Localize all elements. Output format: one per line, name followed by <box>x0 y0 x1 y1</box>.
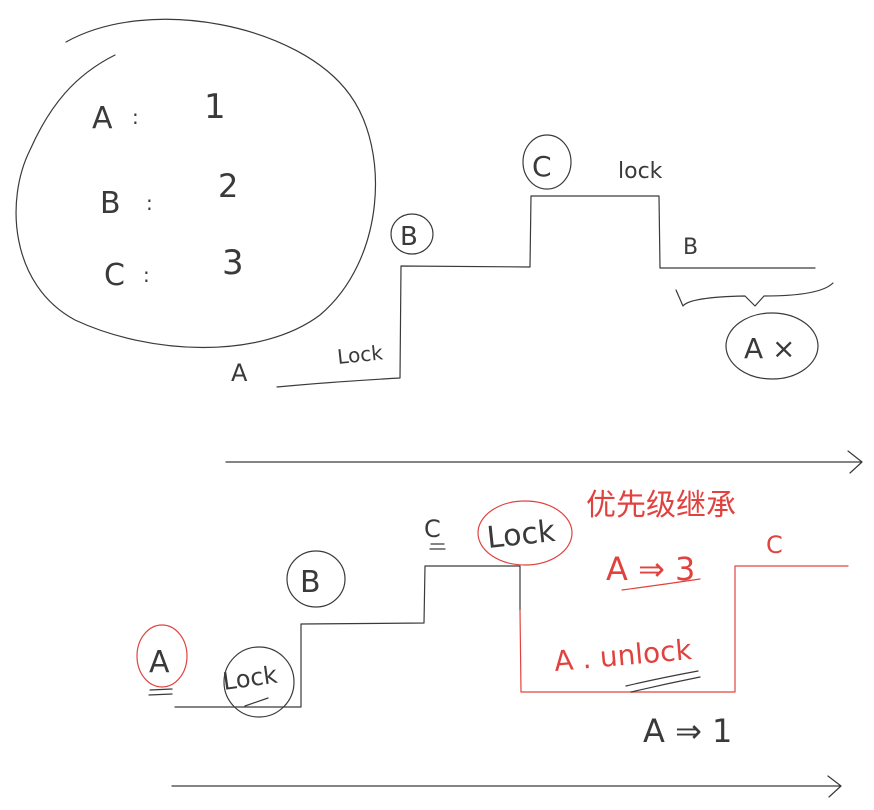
bottom-b-label: B <box>300 565 321 600</box>
bottom-c-underline <box>429 543 446 550</box>
bottom-a-lock-circle <box>223 646 295 718</box>
legend-b-value: 2 <box>218 167 238 205</box>
bottom-c-lock-text: Lock <box>485 514 557 556</box>
legend-circle <box>15 18 377 348</box>
bottom-inherited-step <box>519 565 849 693</box>
legend-a-separator: : <box>132 105 139 129</box>
top-b-circle <box>390 213 434 255</box>
top-c-circle <box>522 134 572 190</box>
legend-a-letter: A <box>92 101 113 136</box>
bottom-b-circle <box>286 550 346 608</box>
top-a-lock-text: Lock <box>336 340 384 369</box>
top-timeline: A Lock B C lock B A × <box>225 134 863 474</box>
bottom-step-line <box>174 565 521 708</box>
bottom-a-to-1: A ⇒ 1 <box>643 712 732 750</box>
top-a-blocked-label: A × <box>744 332 796 365</box>
bottom-a-to-3: A ⇒ 3 <box>606 550 695 588</box>
bottom-c-label: C <box>424 515 441 543</box>
legend-c-separator: : <box>143 263 150 287</box>
priority-legend: A : 1 B : 2 C : 3 <box>15 18 377 348</box>
top-b-after-label: B <box>683 235 698 260</box>
bottom-timeline: A Lock B C Lock 优先级继承 A ⇒ 3 C A . unlock… <box>136 488 849 798</box>
top-c-lock-text: lock <box>618 159 663 184</box>
bottom-a-lock-underline <box>244 697 269 707</box>
bottom-a-lock-text: Lock <box>221 661 279 696</box>
bottom-a-unlock-text: A . unlock <box>553 633 694 678</box>
bottom-time-axis <box>171 775 842 798</box>
top-c-label: C <box>532 150 552 183</box>
top-a-blocked-circle <box>725 312 819 380</box>
top-step-line <box>276 195 816 388</box>
bottom-inheritance-title: 优先级继承 <box>586 488 736 523</box>
top-b-label: B <box>400 222 418 252</box>
legend-b-separator: : <box>146 191 153 215</box>
bottom-a-to-3-underline <box>621 578 701 591</box>
bottom-a-underline <box>148 688 173 696</box>
bottom-a-unlock-underline <box>625 670 701 693</box>
legend-a-value: 1 <box>204 87 226 127</box>
legend-c-value: 3 <box>222 243 244 283</box>
legend-b-letter: B <box>100 186 121 221</box>
top-a-label: A <box>231 359 248 387</box>
top-b-brace <box>675 282 834 307</box>
bottom-a-label: A <box>149 645 170 680</box>
legend-c-letter: C <box>104 258 125 293</box>
bottom-a-circle <box>136 624 188 688</box>
bottom-c-lock-circle <box>477 500 573 566</box>
bottom-c-after-label: C <box>766 531 783 559</box>
top-time-axis <box>225 450 863 474</box>
